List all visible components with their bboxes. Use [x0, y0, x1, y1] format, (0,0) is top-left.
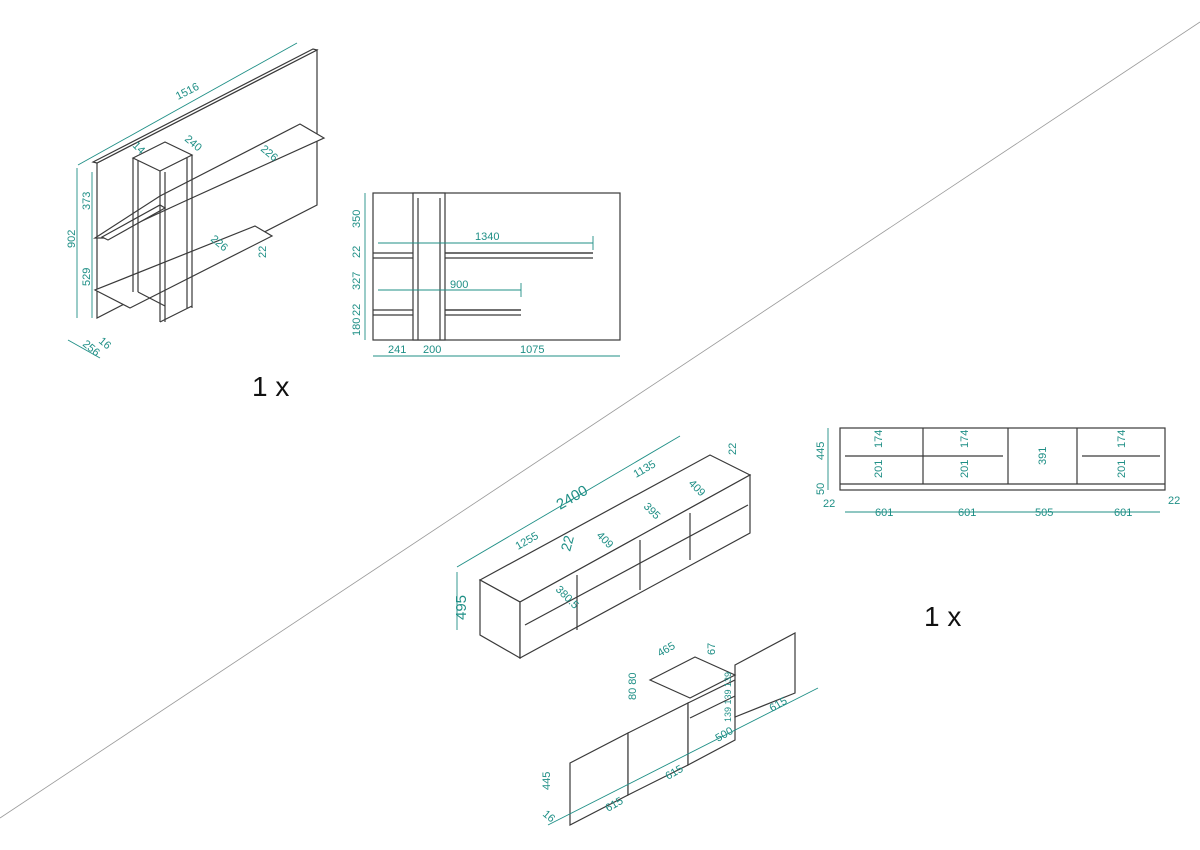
dim-width: 2400 — [554, 482, 591, 513]
wall-shelf-front-view: 350 22 327 22 180 1340 900 241 200 1075 — [351, 192, 621, 357]
tv-unit-isometric: 2400 1135 1255 22 22 409 409 395 380.5 4… — [453, 435, 752, 660]
dim-side-r: 22 — [1168, 495, 1180, 507]
dim-s4a: 174 — [1116, 430, 1128, 448]
dim-w2: 601 — [958, 507, 976, 519]
dim-front-height: 445 — [541, 772, 553, 790]
dim-h4: 22 — [351, 304, 363, 316]
dim-h-top: 445 — [815, 442, 827, 460]
dim-lower: 529 — [81, 268, 93, 286]
dim-width: 1516 — [174, 81, 201, 103]
dim-w4: 601 — [1114, 507, 1132, 519]
dim-top-thick-2: 22 — [557, 533, 577, 552]
dim-w1: 241 — [388, 344, 406, 356]
dim-s4b: 201 — [1116, 460, 1128, 478]
dim-s2b: 201 — [959, 460, 971, 478]
wall-shelf-isometric: 1516 14 240 226 226 22 902 373 529 16 25… — [66, 42, 326, 359]
dim-upper: 373 — [81, 192, 93, 210]
dim-h-base: 50 — [815, 483, 827, 495]
dim-h5: 180 — [351, 318, 363, 336]
dim-drawer-gap: 67 — [706, 643, 718, 655]
section-divider — [0, 21, 1200, 819]
tv-unit-fronts-isometric: 465 67 80 80 139 139 139 615 615 500 615… — [540, 632, 819, 826]
dim-shelf-top: 1340 — [475, 231, 499, 243]
lower-shelf — [93, 225, 274, 309]
dim-drawer-depth: 465 — [656, 640, 678, 660]
dim-s2a: 174 — [959, 430, 971, 448]
dim-w3: 505 — [1035, 507, 1053, 519]
dim-front-thick: 16 — [540, 808, 557, 825]
dim-side-l: 22 — [823, 498, 835, 510]
dim-h1: 350 — [351, 210, 363, 228]
dim-top-thick: 22 — [727, 443, 739, 455]
dim-height: 495 — [453, 595, 470, 620]
dim-h2: 22 — [351, 246, 363, 258]
dim-height: 902 — [66, 230, 78, 248]
dim-s1b: 201 — [873, 460, 885, 478]
dim-drawer-stack: 139 139 139 — [723, 672, 733, 722]
dim-s3: 391 — [1037, 447, 1049, 465]
dim-h3: 327 — [351, 272, 363, 290]
dim-s1a: 174 — [873, 430, 885, 448]
dim-w2: 200 — [423, 344, 441, 356]
dim-drawer-h: 80 80 — [627, 672, 639, 700]
dim-shelf-bottom: 900 — [450, 279, 468, 291]
tv-unit-front-view: 445 50 174 201 174 201 391 174 201 601 6… — [815, 427, 1180, 519]
dim-w1: 601 — [875, 507, 893, 519]
dim-w3: 1075 — [520, 344, 544, 356]
dim-shelf-thick: 22 — [257, 246, 269, 258]
quantity-label-a: 1 x — [252, 371, 289, 402]
quantity-label-b: 1 x — [924, 601, 961, 632]
